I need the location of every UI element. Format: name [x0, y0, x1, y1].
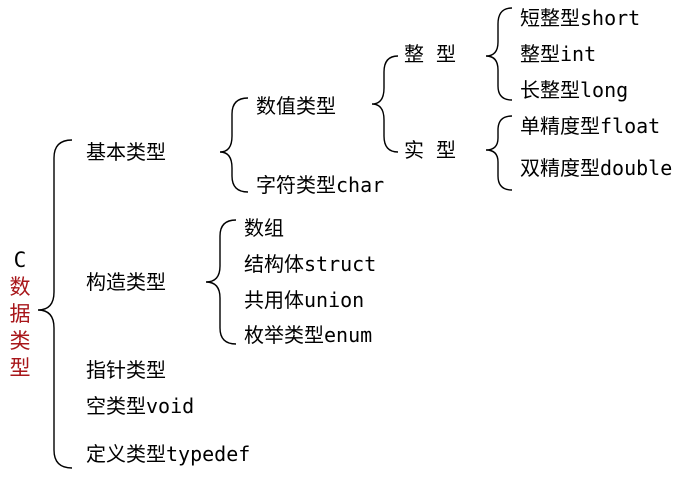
- double-type-node: 双精度型double: [520, 156, 673, 180]
- constructed-brace: [205, 219, 237, 345]
- root-letter: C: [13, 248, 27, 272]
- root-char-1: 数: [9, 275, 31, 299]
- char-type-node: 字符类型char: [256, 173, 385, 197]
- int-type-node: 整型int: [520, 42, 597, 66]
- integer-type-node: 整 型: [404, 42, 457, 66]
- integer-brace: [485, 7, 513, 101]
- enum-type-node: 枚举类型enum: [244, 323, 373, 347]
- root-char-4: 型: [9, 356, 31, 380]
- root-label-c-data-types: C 数 据 类 型: [6, 247, 34, 382]
- void-type-node: 空类型void: [86, 394, 195, 418]
- union-type-node: 共用体union: [244, 288, 365, 312]
- float-type-node: 单精度型float: [520, 114, 661, 138]
- numeric-brace: [371, 55, 399, 153]
- real-type-node: 实 型: [404, 138, 457, 162]
- typedef-type-node: 定义类型typedef: [86, 442, 251, 466]
- basic-brace: [219, 97, 249, 193]
- root-char-2: 据: [9, 302, 31, 326]
- real-brace: [485, 115, 513, 191]
- short-type-node: 短整型short: [520, 6, 641, 30]
- basic-type-node: 基本类型: [86, 140, 166, 164]
- root-brace: [37, 139, 73, 469]
- root-char-3: 类: [9, 329, 31, 353]
- constructed-type-node: 构造类型: [86, 270, 166, 294]
- array-type-node: 数组: [244, 216, 284, 240]
- long-type-node: 长整型long: [520, 78, 629, 102]
- struct-type-node: 结构体struct: [244, 252, 377, 276]
- numeric-type-node: 数值类型: [256, 94, 336, 118]
- pointer-type-node: 指针类型: [86, 358, 166, 382]
